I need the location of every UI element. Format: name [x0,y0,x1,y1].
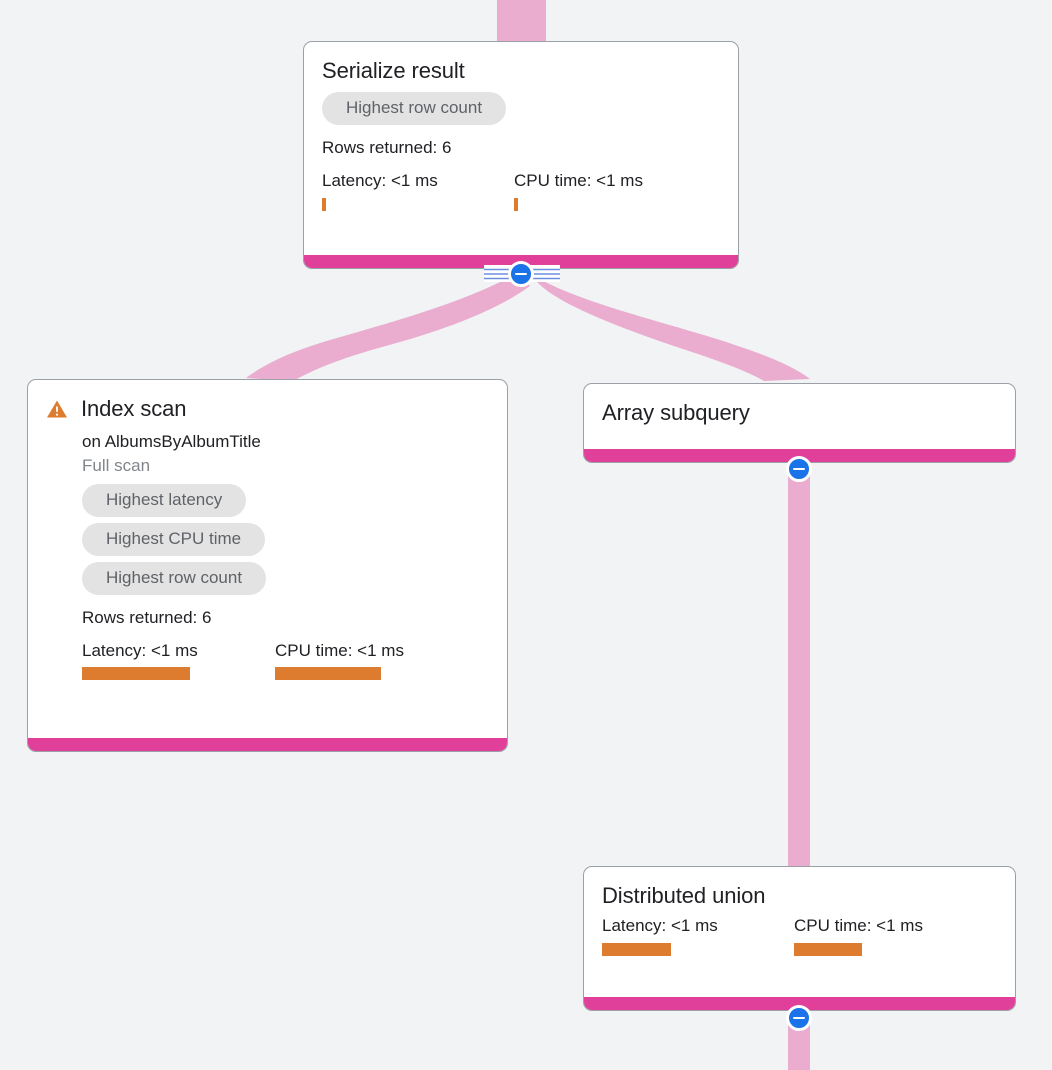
node-body: Distributed union Latency: <1 ms CPU tim… [584,867,1015,970]
node-footer-bar [28,738,507,751]
edge-array-subquery-to-distributed-union [788,466,810,872]
plan-node-distributed-union[interactable]: Distributed union Latency: <1 ms CPU tim… [583,866,1016,1011]
node-subnote: Full scan [82,455,151,475]
plan-node-array-subquery[interactable]: Array subquery [583,383,1016,463]
metric-latency-bar [322,197,326,211]
chip-highest-row-count: Highest row count [322,92,507,126]
minus-circle-icon [515,272,527,276]
chip-highest-row-count: Highest row count [82,561,267,595]
node-title: Distributed union [602,883,766,908]
collapse-toggle-serialize-result[interactable] [508,261,534,287]
metric-cpu-time-bar [794,942,862,956]
node-body: Serialize result Highest row count Rows … [304,42,738,225]
rows-returned-label: Rows returned: 6 [82,607,212,627]
metric-latency: Latency: <1 ms [82,640,275,681]
edge-serialize-result-to-index-scan [246,272,530,381]
metrics-row: Latency: <1 ms CPU time: <1 ms [602,916,997,956]
rows-returned-label: Rows returned: 6 [322,138,452,158]
node-body: Index scan on AlbumsByAlbumTitle Full sc… [28,380,507,694]
node-title-row: Array subquery [602,400,997,426]
node-title-row: Serialize result [322,58,720,84]
metrics-row: Latency: <1 ms CPU time: <1 ms [322,171,720,211]
node-title-row: Distributed union [602,883,997,909]
node-body: Array subquery [584,384,1015,436]
chip-row: Highest row count [82,561,489,601]
metric-cpu-time: CPU time: <1 ms [514,171,643,211]
metric-latency-label: Latency: <1 ms [322,171,438,191]
metric-cpu-time-bar [275,667,381,681]
chip-highest-cpu-time: Highest CPU time [82,522,266,556]
chip-list: Highest latency Highest CPU time Highest… [82,483,489,601]
collapse-toggle-distributed-union[interactable] [786,1005,812,1031]
minus-circle-icon [793,1016,805,1020]
warning-triangle-icon [47,400,67,418]
edge-serialize-result-to-array-subquery [528,272,810,381]
node-footer-bar [584,449,1015,462]
metric-latency-label: Latency: <1 ms [602,916,718,936]
metric-latency-bar [82,667,190,681]
metric-latency-label: Latency: <1 ms [82,640,198,660]
metric-cpu-time: CPU time: <1 ms [275,640,404,681]
chip-row: Highest latency [82,483,489,523]
node-subtitle: on AlbumsByAlbumTitle [82,432,261,452]
node-title: Array subquery [602,400,750,425]
minus-circle-icon [793,467,805,471]
chip-row: Highest CPU time [82,522,489,562]
chip-row: Highest row count [322,92,720,131]
plan-node-index-scan[interactable]: Index scan on AlbumsByAlbumTitle Full sc… [27,379,508,752]
chip-list: Highest row count [322,92,720,131]
metric-cpu-time: CPU time: <1 ms [794,916,923,956]
metric-cpu-time-label: CPU time: <1 ms [794,916,923,936]
node-title: Index scan [81,396,187,421]
plan-node-serialize-result[interactable]: Serialize result Highest row count Rows … [303,41,739,269]
metric-latency-bar [602,942,671,956]
edge-incoming-to-serialize-result [497,0,546,42]
metric-latency: Latency: <1 ms [602,916,794,956]
metric-cpu-time-label: CPU time: <1 ms [514,171,643,191]
metrics-row: Latency: <1 ms CPU time: <1 ms [82,640,489,681]
node-title: Serialize result [322,58,465,83]
metric-cpu-time-label: CPU time: <1 ms [275,640,404,660]
chip-highest-latency: Highest latency [82,483,247,517]
metric-latency: Latency: <1 ms [322,171,514,211]
collapse-toggle-array-subquery[interactable] [786,456,812,482]
metric-cpu-time-bar [514,197,518,211]
node-footer-bar [584,997,1015,1010]
node-title-row: Index scan [46,396,489,422]
